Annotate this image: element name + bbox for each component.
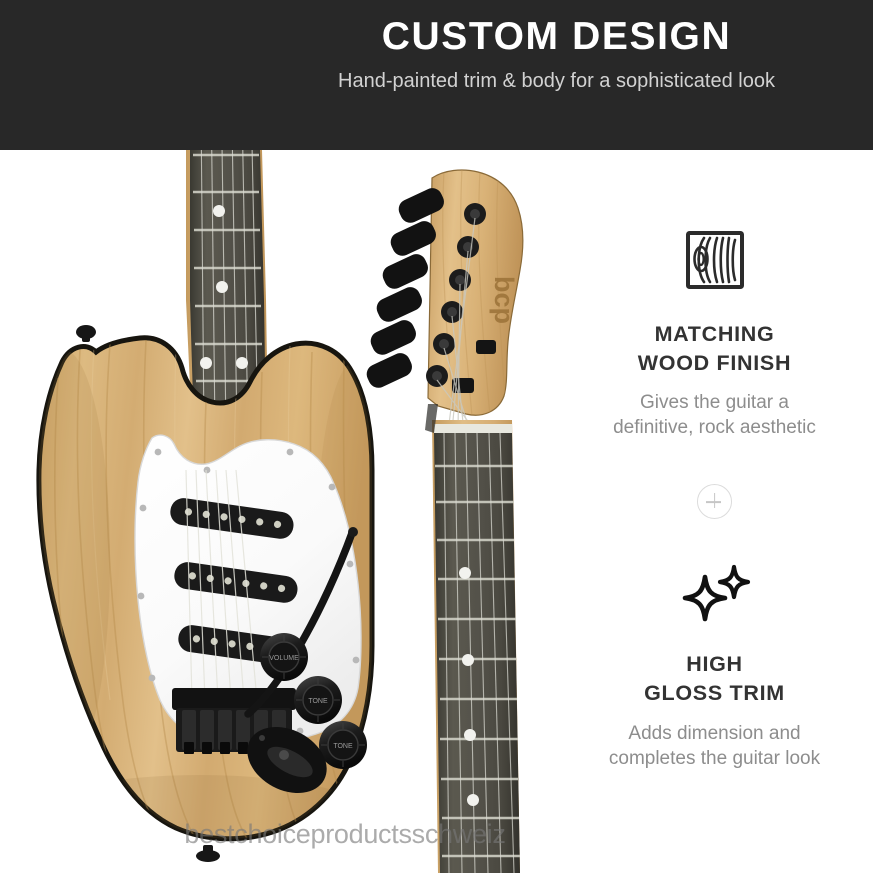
- page-subtitle: Hand-painted trim & body for a sophistic…: [338, 69, 775, 92]
- svg-text:TONE: TONE: [308, 698, 328, 705]
- strap-buttons: [76, 325, 220, 862]
- fret-inlays: [459, 567, 479, 806]
- feature-title: HIGH GLOSS TRIM: [644, 652, 785, 705]
- watermark-text: bestchoiceproductsschweiz: [184, 819, 506, 849]
- feature-description: Gives the guitar a definitive, rock aest…: [613, 392, 816, 439]
- feature-description: Adds dimension and completes the guitar …: [608, 722, 821, 769]
- sparkle-icon: [677, 563, 753, 623]
- guitar-right-headstock: bcp: [366, 169, 524, 433]
- guitar-product-image: VOLUME TONE TONE: [36, 0, 524, 873]
- header-content: CUSTOM DESIGN Hand-painted trim & body f…: [240, 0, 873, 150]
- header-banner: CUSTOM DESIGN Hand-painted trim & body f…: [0, 0, 873, 150]
- feature-high-gloss-trim: HIGH GLOSS TRIM Adds dimension and compl…: [556, 563, 873, 770]
- body-strings: [185, 469, 258, 701]
- wood-grain-icon: [683, 228, 747, 292]
- plus-circle-icon: [697, 484, 732, 520]
- feature-divider: [697, 484, 732, 520]
- volume-knob: VOLUME: [260, 633, 308, 681]
- feature-title: MATCHING WOOD FINISH: [637, 322, 792, 375]
- svg-text:VOLUME: VOLUME: [269, 655, 299, 662]
- nut: [434, 424, 512, 433]
- headstock-brand-logo: bcp: [489, 276, 519, 324]
- tuning-pegs: [366, 188, 444, 388]
- control-knobs: VOLUME TONE TONE: [260, 633, 367, 769]
- tone-knob-2: TONE: [319, 721, 367, 769]
- feature-matching-wood-finish: MATCHING WOOD FINISH Gives the guitar a …: [556, 228, 873, 440]
- page-title: CUSTOM DESIGN: [381, 15, 732, 58]
- guitar-right-neck: [425, 404, 520, 873]
- tone-knob-1: TONE: [294, 676, 342, 724]
- feature-list: MATCHING WOOD FINISH Gives the guitar a …: [556, 150, 873, 873]
- svg-text:TONE: TONE: [333, 743, 353, 750]
- output-jack-plate: [247, 726, 327, 794]
